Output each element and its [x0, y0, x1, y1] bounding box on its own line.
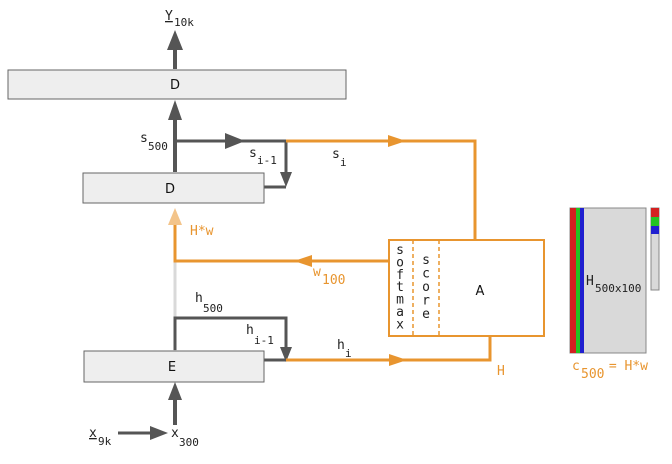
h-prev-label-sub: i-1	[254, 334, 274, 347]
encoder-loop-down-arrowhead	[280, 347, 292, 362]
attention-box	[388, 239, 545, 337]
context-up-arrowhead	[168, 208, 182, 225]
decoder-loop-down-arrowhead	[280, 172, 292, 187]
score-letter: o	[422, 280, 430, 295]
hi-label: h	[337, 338, 345, 353]
output-arrowhead	[167, 30, 183, 50]
s500-label-sub: 500	[148, 140, 168, 153]
matrix-label: H	[586, 274, 594, 289]
attention-label: A	[476, 284, 485, 299]
h500-label-sub: 500	[203, 302, 223, 315]
context-label-rest: = H*w	[601, 359, 648, 374]
h-prev-label: h	[246, 323, 254, 338]
si-label-sub: i	[340, 156, 347, 169]
x300-label: x	[171, 426, 179, 441]
matrix-green-column	[576, 208, 580, 353]
score-letter: e	[422, 307, 430, 322]
matrix-blue-column	[580, 208, 584, 353]
decoder-to-top-arrowhead	[168, 100, 182, 120]
h500-label: h	[195, 291, 203, 306]
s-prev-label: s	[249, 146, 257, 161]
softmax-letter: x	[396, 317, 404, 332]
softmax-letter: t	[396, 280, 404, 295]
weights-to-decoder-line	[173, 218, 389, 263]
weight-vector-green	[651, 217, 659, 226]
si-label: s	[332, 147, 340, 162]
score-letter: c	[422, 267, 430, 282]
matrix-red-column	[570, 208, 576, 353]
s500-label: s	[140, 131, 148, 146]
weight-vector-red	[651, 208, 659, 217]
softmax-letter: m	[396, 293, 404, 308]
matrix-label-sub: 500x100	[595, 282, 641, 295]
score-letter: s	[422, 253, 430, 268]
hi-label-sub: i	[345, 347, 352, 360]
w100-label-sub: 100	[322, 273, 345, 288]
hi-arrowhead	[389, 354, 407, 366]
weight-vector-blue	[651, 226, 659, 234]
s-prev-label-sub: i-1	[257, 154, 277, 167]
context-label: c	[572, 359, 580, 374]
encoder-recurrent-loop	[173, 316, 288, 355]
decoder-label: D	[165, 182, 175, 197]
softmax-letter: f	[396, 268, 404, 283]
softmax-letter: s	[396, 243, 404, 258]
x9k-label-sub: 9k	[98, 435, 112, 448]
softmax-letter: o	[396, 255, 404, 270]
embedding-arrowhead	[150, 426, 168, 440]
hi-to-attention-line	[286, 336, 492, 362]
softmax-letter: a	[396, 305, 404, 320]
x9k-label: x	[89, 426, 97, 441]
decoder-box	[82, 172, 265, 204]
weights-arrowhead	[294, 255, 312, 267]
hw-label: H*w	[190, 224, 214, 239]
output-label: Y	[165, 9, 173, 24]
context-label-sub: 500	[581, 367, 604, 382]
decoder-top-box	[7, 69, 347, 100]
input-to-encoder-arrowhead	[168, 382, 182, 400]
output-label-sub: 10k	[174, 16, 194, 29]
decoder-loop-mid-arrowhead	[225, 133, 245, 149]
encoder-box	[83, 350, 265, 383]
score-letter: r	[422, 294, 430, 309]
si-to-attention-line	[286, 139, 477, 240]
x300-label-sub: 300	[179, 436, 199, 449]
w100-label: w	[313, 265, 321, 280]
H-label: H	[497, 364, 505, 379]
decoder-top-label: D	[170, 78, 180, 93]
si-arrowhead	[388, 135, 406, 147]
encoder-label: E	[168, 360, 176, 375]
